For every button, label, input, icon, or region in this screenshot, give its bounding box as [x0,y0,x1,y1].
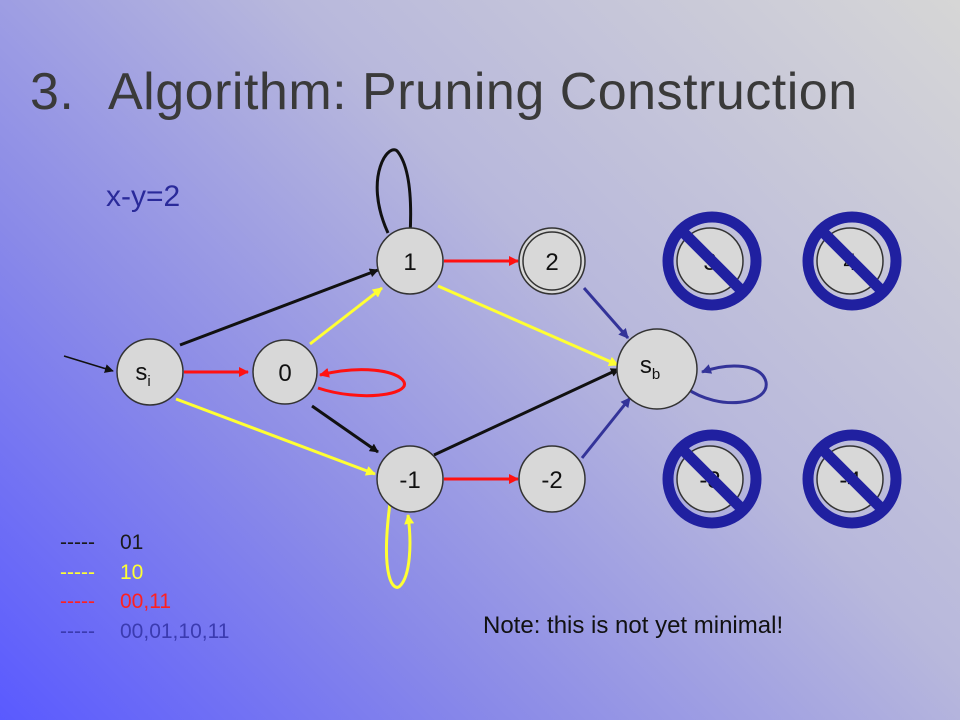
svg-text:1: 1 [403,249,416,276]
legend-item-01: ----- 01 [60,528,229,558]
legend-label: 00,01,10,11 [120,619,230,643]
svg-text:0: 0 [278,360,291,387]
svg-text:sb: sb [640,352,660,383]
node-sb: sb [616,328,698,410]
prohibit-icon [802,211,902,311]
node-m2: -2 [518,445,586,513]
pruned-node-m3: -3 [662,429,762,529]
legend-dash: ----- [60,619,95,643]
legend-dash: ----- [60,590,95,613]
note-text: Note: this is not yet minimal! [483,612,784,639]
svg-text:si: si [135,359,150,390]
slide-title: 3. Algorithm: Pruning Construction [30,62,858,122]
edge-2-to-sb [582,287,630,339]
self-loop-sb [685,364,768,405]
node-0: 0 [252,339,318,405]
legend-label: 10 [120,560,144,584]
node-si: si [116,338,184,406]
svg-text:2: 2 [545,249,558,276]
legend-item-00-11: ----- 00,11 [60,587,229,617]
svg-text:-2: -2 [541,467,562,494]
start-arrow [63,355,114,373]
legend-item-all: ----- 00,01,10,11 [60,617,229,647]
pruned-node-4: 4 [802,211,902,311]
edge-si-to-1 [179,268,379,347]
pruned-node-3: 3 [662,211,762,311]
title-text: Algorithm: Pruning Construction [108,63,858,121]
edge-0-to-1 [309,286,383,346]
legend-dash: ----- [60,560,95,584]
self-loop-0 [317,367,406,398]
self-loop-m1 [385,502,415,589]
node-1: 1 [376,227,444,295]
prohibit-icon [662,211,762,311]
edge-legend: ----- 01 ----- 10 ----- 00,11 ----- 00,01,10… [60,528,229,646]
edge-m1-to-sb [433,367,620,457]
pruned-node-m4: -4 [802,429,902,529]
edge-si-to-m1 [175,397,376,476]
legend-label: 01 [120,531,144,554]
constraint-label: x-y=2 [106,180,181,213]
svg-text:-1: -1 [399,467,420,494]
prohibit-icon [662,429,762,529]
legend-label: 00,11 [120,590,171,613]
edge-m2-to-sb [580,397,632,459]
prohibit-icon [802,429,902,529]
title-number: 3. [30,63,75,121]
node-2: 2 [518,227,586,295]
node-m1: -1 [376,445,444,513]
self-loop-1 [375,148,415,237]
legend-item-10: ----- 10 [60,558,229,588]
edge-1-to-sb [437,284,619,367]
legend-dash: ----- [60,531,95,554]
edge-0-to-m1 [311,404,379,454]
